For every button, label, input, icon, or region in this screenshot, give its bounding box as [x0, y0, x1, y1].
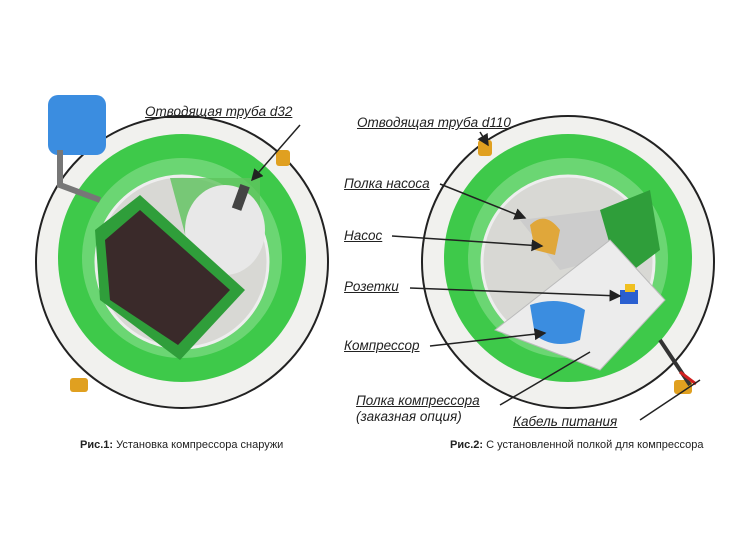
- caption-text: С установленной полкой для компрессора: [483, 439, 704, 451]
- label-sockets: Розетки: [344, 279, 399, 294]
- label-pump: Насос: [344, 228, 383, 243]
- label-pump-shelf: Полка насоса: [344, 176, 430, 191]
- caption-fig2: Рис.2: С установленной полкой для компре…: [450, 439, 703, 451]
- label-power-cable: Кабель питания: [513, 414, 618, 429]
- caption-number: Рис.2:: [450, 439, 484, 451]
- caption-fig1: Рис.1: Установка компрессора снаружи: [80, 439, 283, 451]
- label-outlet-pipe-d110: Отводящая труба d110: [357, 115, 511, 130]
- label-compressor-shelf-note: (заказная опция): [356, 409, 462, 424]
- septic-tank-fig2: [391, 115, 715, 421]
- caption-text: Установка компрессора снаружи: [113, 439, 284, 451]
- caption-number: Рис.1:: [80, 439, 114, 451]
- label-compressor: Компрессор: [344, 338, 420, 353]
- compressor-icon: [48, 95, 106, 155]
- label-compressor-shelf: Полка компрессора: [356, 393, 480, 408]
- label-outlet-pipe-d32: Отводящая труба d32: [145, 104, 293, 119]
- septic-tank-fig1: [35, 95, 329, 409]
